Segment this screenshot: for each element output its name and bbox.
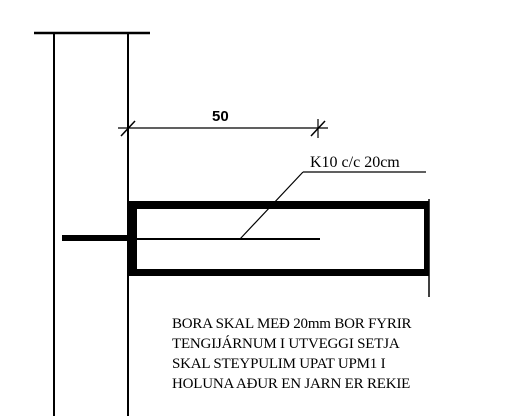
slab [129, 199, 430, 297]
rebar-label: K10 c/c 20cm [310, 154, 400, 171]
label-leader [239, 171, 426, 240]
dimension-tick-right [310, 120, 326, 137]
note-line: TENGIJÁRNUM I UTVEGGI SETJA [172, 336, 400, 352]
dimension-tick-left [120, 120, 136, 137]
note-line: BORA SKAL MEÐ 20mm BOR FYRIR [172, 316, 412, 332]
wall [34, 31, 150, 416]
note-line: HOLUNA AÐUR EN JARN ER REKIE [172, 376, 411, 392]
note-line: SKAL STEYPULIM UPAT UPM1 I [172, 356, 386, 372]
dimension-label: 50 [212, 108, 229, 125]
dimension-line [118, 119, 328, 138]
rebar [62, 235, 320, 241]
installation-note: BORA SKAL MEÐ 20mm BOR FYRIR TENGIJÁRNUM… [172, 314, 412, 394]
leader-diagonal [239, 171, 304, 240]
